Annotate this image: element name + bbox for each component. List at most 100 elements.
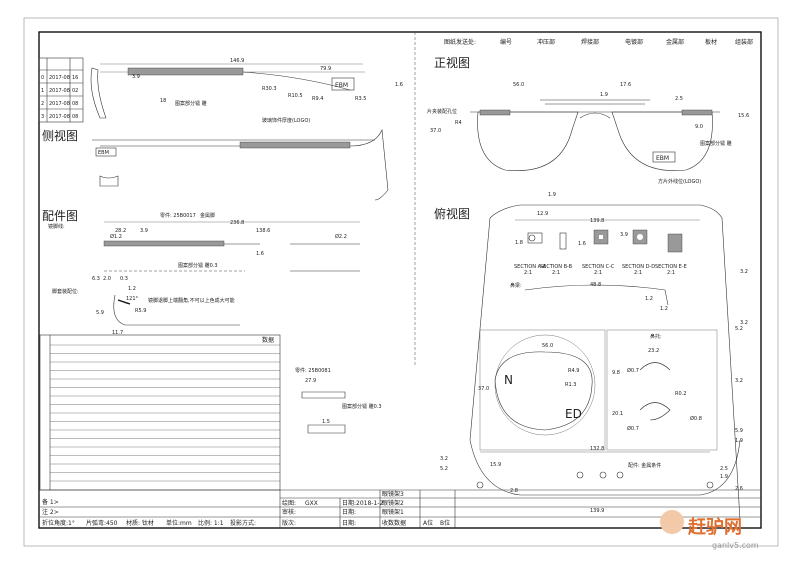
side-view: 侧视图 EBM 146.9 79.9 3.9 18 1.6 R10.5 R3.5… bbox=[42, 58, 403, 201]
sheet-edge bbox=[23, 17, 779, 547]
label: 37.0 bbox=[430, 128, 441, 134]
distribution-label: 图纸发送处: bbox=[444, 38, 476, 46]
label: 日期:2018-1-2 bbox=[342, 499, 383, 507]
label: 配件: 金属条件 bbox=[628, 462, 661, 469]
label: 赶驴网 bbox=[687, 516, 742, 538]
department: 金属部 bbox=[666, 38, 684, 46]
dimension: 79.9 bbox=[320, 66, 331, 72]
label: SECTION D-D bbox=[622, 264, 655, 270]
label: 2.6 bbox=[735, 486, 743, 492]
label: 方片外线位(LOGO) bbox=[658, 178, 701, 185]
label: 1.9 bbox=[548, 192, 556, 198]
dimension: 18 bbox=[160, 98, 166, 104]
label: 56.0 bbox=[542, 343, 553, 349]
label: 2017-08 bbox=[49, 75, 70, 81]
dimension: R3.5 bbox=[355, 96, 366, 102]
note: 图案部分镭 雕 bbox=[175, 100, 207, 107]
label: 56.0 bbox=[513, 82, 524, 88]
label: B位 bbox=[440, 519, 450, 527]
label: 5.9 bbox=[96, 310, 104, 316]
dimension: 146.9 bbox=[230, 58, 244, 64]
parts-view: 配件图 镜脚线: 零件: 25B0017 金属脚 236.8 28.2 3.9 … bbox=[42, 209, 360, 336]
label: 图案部分镭 雕0.3 bbox=[342, 403, 382, 410]
label: 3.2 bbox=[735, 378, 743, 384]
label: 138.6 bbox=[256, 228, 270, 234]
label: 28.2 bbox=[115, 228, 126, 234]
label: EBM bbox=[656, 155, 669, 162]
label: 2:1 bbox=[594, 270, 602, 276]
department-list: 编号 冲压部 焊接部 电镀部 金属部 板材 组装部 bbox=[500, 38, 753, 46]
label: Ø1.2 bbox=[110, 233, 122, 240]
label: 23.2 bbox=[648, 348, 659, 354]
label: 15.9 bbox=[490, 462, 501, 468]
label: 16 bbox=[72, 75, 78, 81]
label: 2017-08 bbox=[49, 114, 70, 120]
label: 片弧弯:450 bbox=[86, 519, 118, 527]
temple-pattern bbox=[127, 67, 244, 76]
small-part: 零件: 25B0081 27.9 图案部分镭 雕0.3 1.5 bbox=[295, 367, 382, 434]
label: 11.7 bbox=[112, 330, 123, 336]
label: 0 bbox=[41, 75, 44, 81]
label: Ø2.2 bbox=[335, 233, 347, 240]
label: 2017-08 bbox=[49, 101, 70, 107]
label: 图案部分镭 雕 bbox=[700, 140, 732, 147]
label: 2 bbox=[41, 101, 44, 107]
label: 绘图: bbox=[282, 499, 296, 507]
department: 板材 bbox=[705, 38, 717, 46]
label: 9.0 bbox=[695, 124, 703, 130]
label: 零件: 25B0081 bbox=[295, 367, 331, 374]
top-view-title: 俯视图 bbox=[434, 206, 470, 221]
department: 电镀部 bbox=[625, 38, 643, 46]
label: 投影方式: bbox=[230, 519, 256, 527]
label: 零件: 25B0017 bbox=[160, 212, 196, 219]
dimension: R10.5 bbox=[288, 93, 303, 99]
label: 37.0 bbox=[478, 386, 489, 392]
label: 收数数据 bbox=[382, 519, 406, 527]
label: R5.9 bbox=[135, 308, 146, 314]
label: 2:1 bbox=[524, 270, 532, 276]
label: 08 bbox=[72, 114, 78, 120]
label: SECTION C-C bbox=[582, 264, 615, 270]
label: ganlv5.com bbox=[712, 541, 759, 550]
drawing-border bbox=[38, 31, 762, 529]
label: 镜脚线: bbox=[48, 223, 65, 230]
note: 玻璃饰件厚度(LOGO) bbox=[262, 117, 310, 124]
label: 1.6 bbox=[578, 241, 586, 247]
side-view-title: 侧视图 bbox=[42, 128, 78, 143]
label: 镜脚退脚上端翻角,不可以上色成大可能 bbox=[148, 297, 235, 304]
front-view-title: 正视图 bbox=[434, 55, 470, 70]
label: 日期: bbox=[342, 508, 356, 516]
label: 3.9 bbox=[140, 228, 148, 234]
label: 1.9 bbox=[735, 438, 743, 444]
label: 注 2> bbox=[42, 508, 59, 516]
label: 1.2 bbox=[128, 286, 136, 292]
parts-view-title: 配件图 bbox=[42, 209, 78, 223]
label: 金属脚 bbox=[200, 212, 215, 219]
label: 5.9 bbox=[735, 428, 743, 434]
label: 片夹装配孔位 bbox=[427, 108, 457, 115]
label: 2.5 bbox=[675, 96, 683, 102]
label: 折位角度:1° bbox=[42, 519, 75, 527]
label: 121° bbox=[126, 296, 139, 302]
department: 编号 bbox=[500, 38, 512, 46]
label: ED bbox=[565, 407, 582, 421]
label: 鼻梁: bbox=[510, 282, 522, 289]
label: 版次: bbox=[282, 519, 296, 527]
label: 日期: bbox=[342, 519, 356, 527]
label: 1.5 bbox=[322, 419, 330, 425]
label: Ø0.7 bbox=[627, 425, 639, 432]
label: N bbox=[504, 373, 513, 387]
label: 2:1 bbox=[667, 270, 675, 276]
dimension: 1.6 bbox=[395, 82, 403, 88]
label: 1.2 bbox=[660, 306, 668, 312]
label: 3 bbox=[41, 114, 44, 120]
watermark: 赶驴网 ganlv5.com bbox=[660, 510, 759, 550]
label: 20.1 bbox=[612, 411, 623, 417]
label: 1.9 bbox=[600, 92, 608, 98]
label: 15.6 bbox=[738, 113, 749, 119]
label: 2:1 bbox=[634, 270, 642, 276]
label: 48.8 bbox=[590, 282, 601, 288]
